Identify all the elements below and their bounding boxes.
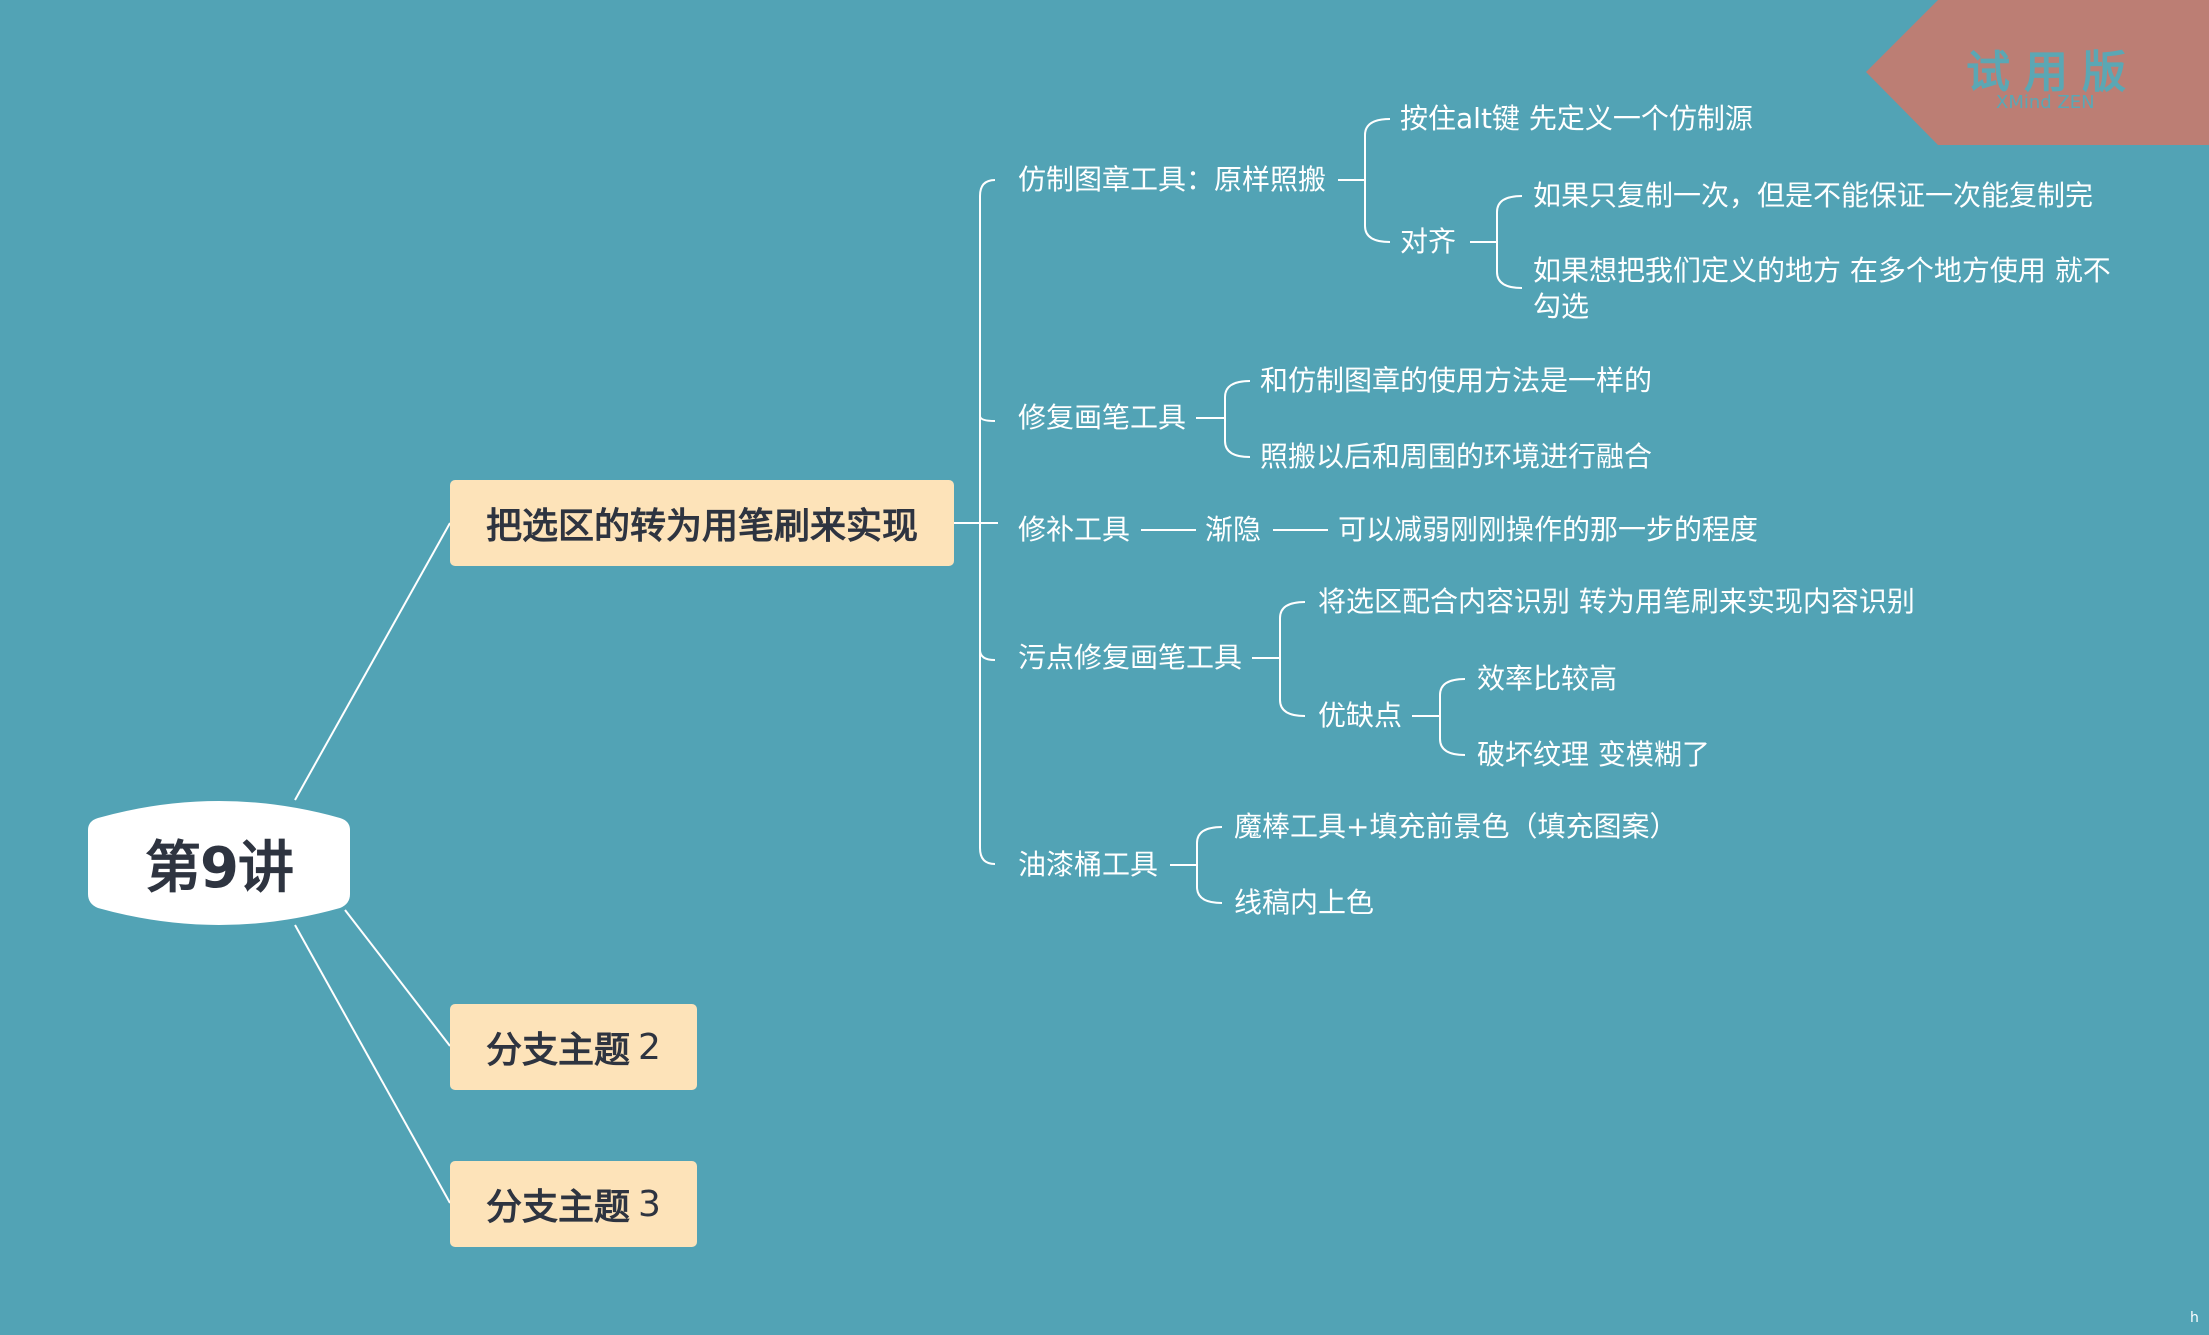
- clone-bracket: [1364, 118, 1391, 243]
- branch-main-label: 把选区的转为用笔刷来实现: [485, 506, 918, 547]
- topic-patch-tool[interactable]: 修补工具: [1018, 513, 1131, 546]
- topic-healing-same[interactable]: 和仿制图章的使用方法是一样的: [1260, 364, 1653, 397]
- branch-3[interactable]: 分支主题 3: [450, 1161, 697, 1247]
- topic-clone-stamp[interactable]: 仿制图章工具：原样照搬: [1018, 163, 1327, 196]
- trial-watermark-badge: 试用版 XMind ZEN: [1866, 0, 2209, 145]
- spot-bracket: [1279, 601, 1306, 717]
- topic-spot-blurry[interactable]: 破坏纹理 变模糊了: [1477, 738, 1710, 771]
- topic-spot-content-aware[interactable]: 将选区配合内容识别 转为用笔刷来实现内容识别: [1318, 585, 1915, 618]
- main-tick-healing: [979, 415, 996, 422]
- topic-paint-bucket[interactable]: 油漆桶工具: [1018, 848, 1159, 881]
- root-to-main-line: [294, 522, 451, 801]
- topic-clone-align[interactable]: 对齐: [1400, 225, 1457, 258]
- root-to-branch3-line: [294, 924, 451, 1204]
- root-to-branch2-line: [344, 909, 451, 1047]
- bucket-bracket: [1196, 826, 1223, 904]
- branch-2-label: 分支主题: [486, 1030, 631, 1071]
- branch-2[interactable]: 分支主题 2: [450, 1004, 697, 1090]
- topic-healing-blend[interactable]: 照搬以后和周围的环境进行融合: [1260, 440, 1653, 473]
- topic-patch-fade[interactable]: 渐隐: [1205, 513, 1262, 546]
- topic-spot-efficient[interactable]: 效率比较高: [1477, 662, 1618, 695]
- corner-mark: h: [2190, 1310, 2199, 1326]
- topic-align-once[interactable]: 如果只复制一次，但是不能保证一次能复制完: [1533, 179, 2094, 212]
- topic-bucket-magic-wand[interactable]: 魔棒工具+填充前景色（填充图案）: [1234, 810, 1678, 843]
- pros-bracket: [1439, 678, 1466, 756]
- branch-2-number: 2: [638, 1026, 661, 1068]
- root-topic[interactable]: 第9讲: [88, 790, 350, 936]
- topic-align-multi-line1: 如果想把我们定义的地方 在多个地方使用 就不: [1533, 254, 2111, 287]
- align-bracket: [1496, 195, 1523, 289]
- topic-patch-fade-desc[interactable]: 可以减弱刚刚操作的那一步的程度: [1338, 513, 1759, 546]
- healing-bracket: [1224, 380, 1251, 458]
- topic-spot-pros-cons[interactable]: 优缺点: [1318, 699, 1403, 732]
- root-shape: [88, 801, 350, 925]
- watermark-subtitle: XMind ZEN: [1996, 92, 2095, 113]
- topic-spot-healing[interactable]: 污点修复画笔工具: [1018, 641, 1243, 674]
- topic-align-multi-line2: 勾选: [1533, 290, 1590, 323]
- branch-3-number: 3: [638, 1183, 661, 1225]
- topic-align-multi[interactable]: 如果想把我们定义的地方 在多个地方使用 就不 勾选: [1533, 253, 2111, 325]
- branch-main[interactable]: 把选区的转为用笔刷来实现: [450, 480, 954, 566]
- root-label: 第9讲: [145, 835, 294, 901]
- topic-clone-alt[interactable]: 按住alt键 先定义一个仿制源: [1400, 102, 1753, 135]
- badge-shape: [1866, 0, 2209, 145]
- watermark-title: 试用版: [1966, 47, 2140, 98]
- main-tick-spot: [979, 649, 996, 661]
- topic-bucket-lineart[interactable]: 线稿内上色: [1234, 886, 1375, 919]
- topic-healing-brush[interactable]: 修复画笔工具: [1018, 401, 1187, 434]
- branch-3-label: 分支主题: [486, 1187, 631, 1228]
